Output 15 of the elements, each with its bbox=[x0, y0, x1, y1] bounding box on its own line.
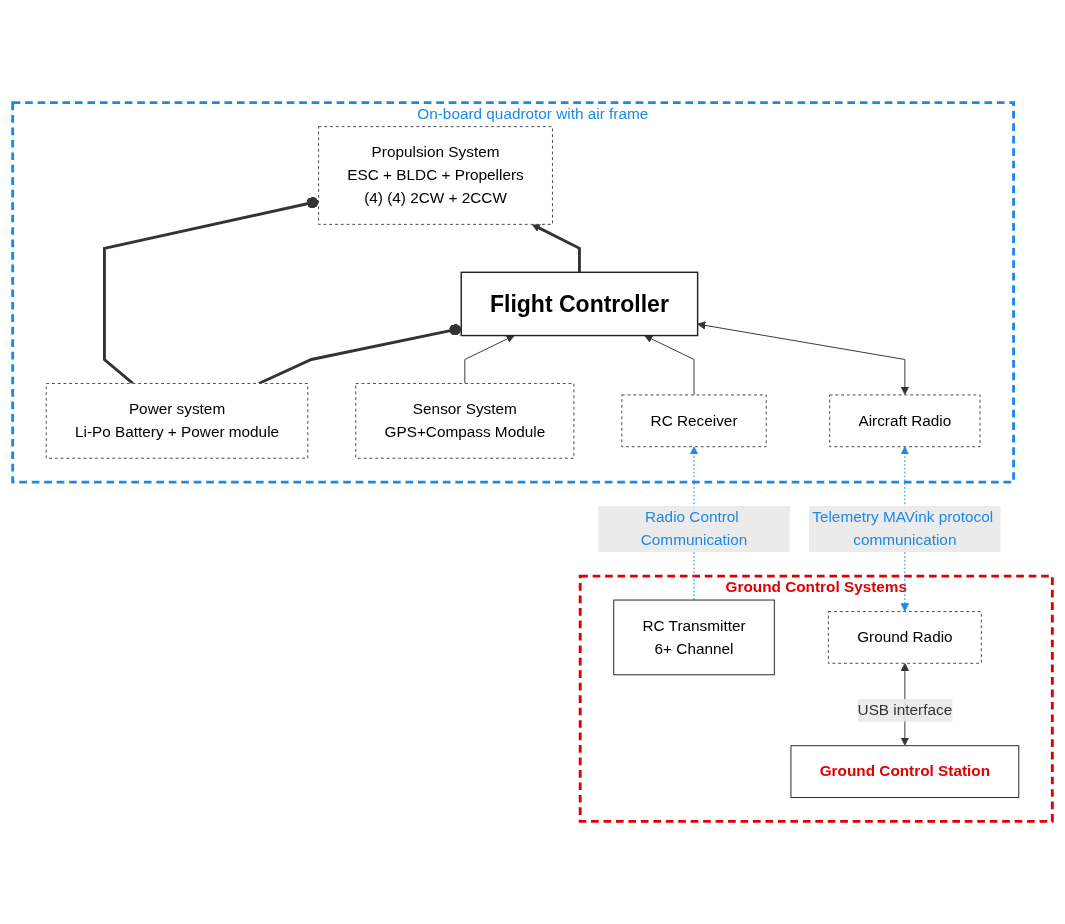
node-box: Propulsion System ESC + BLDC + Propellers (4) (4) 2CW + 2CCW bbox=[318, 126, 553, 225]
node-box: Power system Li-Po Battery + Power module bbox=[45, 382, 309, 459]
edge-label: Radio Control Communication bbox=[640, 508, 748, 549]
connector bbox=[103, 196, 319, 385]
connector bbox=[258, 323, 462, 385]
node-box: RC Receiver bbox=[621, 394, 767, 448]
node-box: Flight Controller bbox=[460, 271, 699, 337]
node-box: Sensor System GPS+Compass Module bbox=[355, 382, 575, 459]
arrow bbox=[531, 223, 581, 273]
node-box: Ground Control Station bbox=[790, 745, 1020, 798]
edge-label: Telemetry MAVink protocol communication bbox=[812, 508, 994, 549]
node-box: Ground Radio bbox=[827, 611, 982, 664]
edge-label: USB interface bbox=[857, 701, 953, 718]
node-box: RC Transmitter 6+ Channel bbox=[613, 599, 775, 676]
node-box: Aircraft Radio bbox=[829, 394, 981, 448]
